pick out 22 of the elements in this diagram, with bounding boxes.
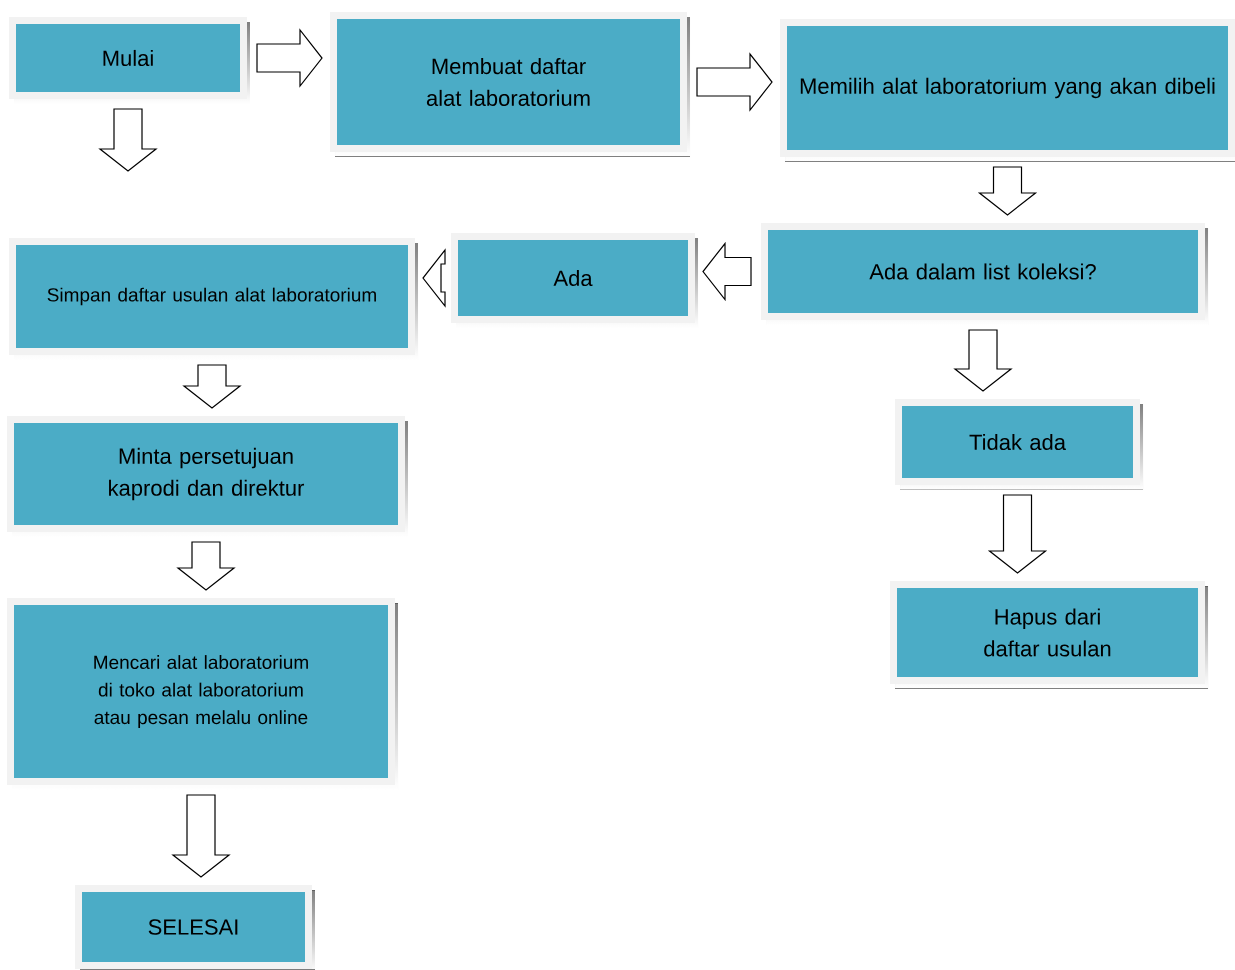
process-box: Memilih alat laboratorium yang akan dibeli [780, 19, 1235, 162]
block-arrow [702, 241, 752, 302]
block-arrow [182, 364, 242, 409]
block-arrow [171, 794, 231, 878]
block-arrow [176, 541, 236, 591]
block-arrow [953, 329, 1013, 392]
process-box: SELESAI [75, 885, 315, 970]
process-box: Minta persetujuan kaprodi dan direktur [7, 416, 408, 537]
process-box: Ada [451, 233, 698, 328]
block-arrow [987, 494, 1048, 574]
process-box: Hapus dari daftar usulan [890, 581, 1208, 689]
process-box: Mulai [9, 17, 250, 104]
block-arrow [977, 166, 1038, 216]
block-arrow [422, 248, 446, 308]
block-arrow [98, 108, 158, 172]
process-box: Membuat daftar alat laboratorium [330, 12, 690, 157]
process-box: Tidak ada [895, 399, 1143, 490]
process-box: Ada dalam list koleksi? [761, 223, 1208, 325]
block-arrow [696, 52, 773, 112]
process-box: Mencari alat laboratorium di toko alat laboratorium atau pesan melalu online [7, 598, 398, 790]
block-arrow [256, 28, 323, 88]
process-box: Simpan daftar usulan alat laboratorium [9, 238, 418, 360]
